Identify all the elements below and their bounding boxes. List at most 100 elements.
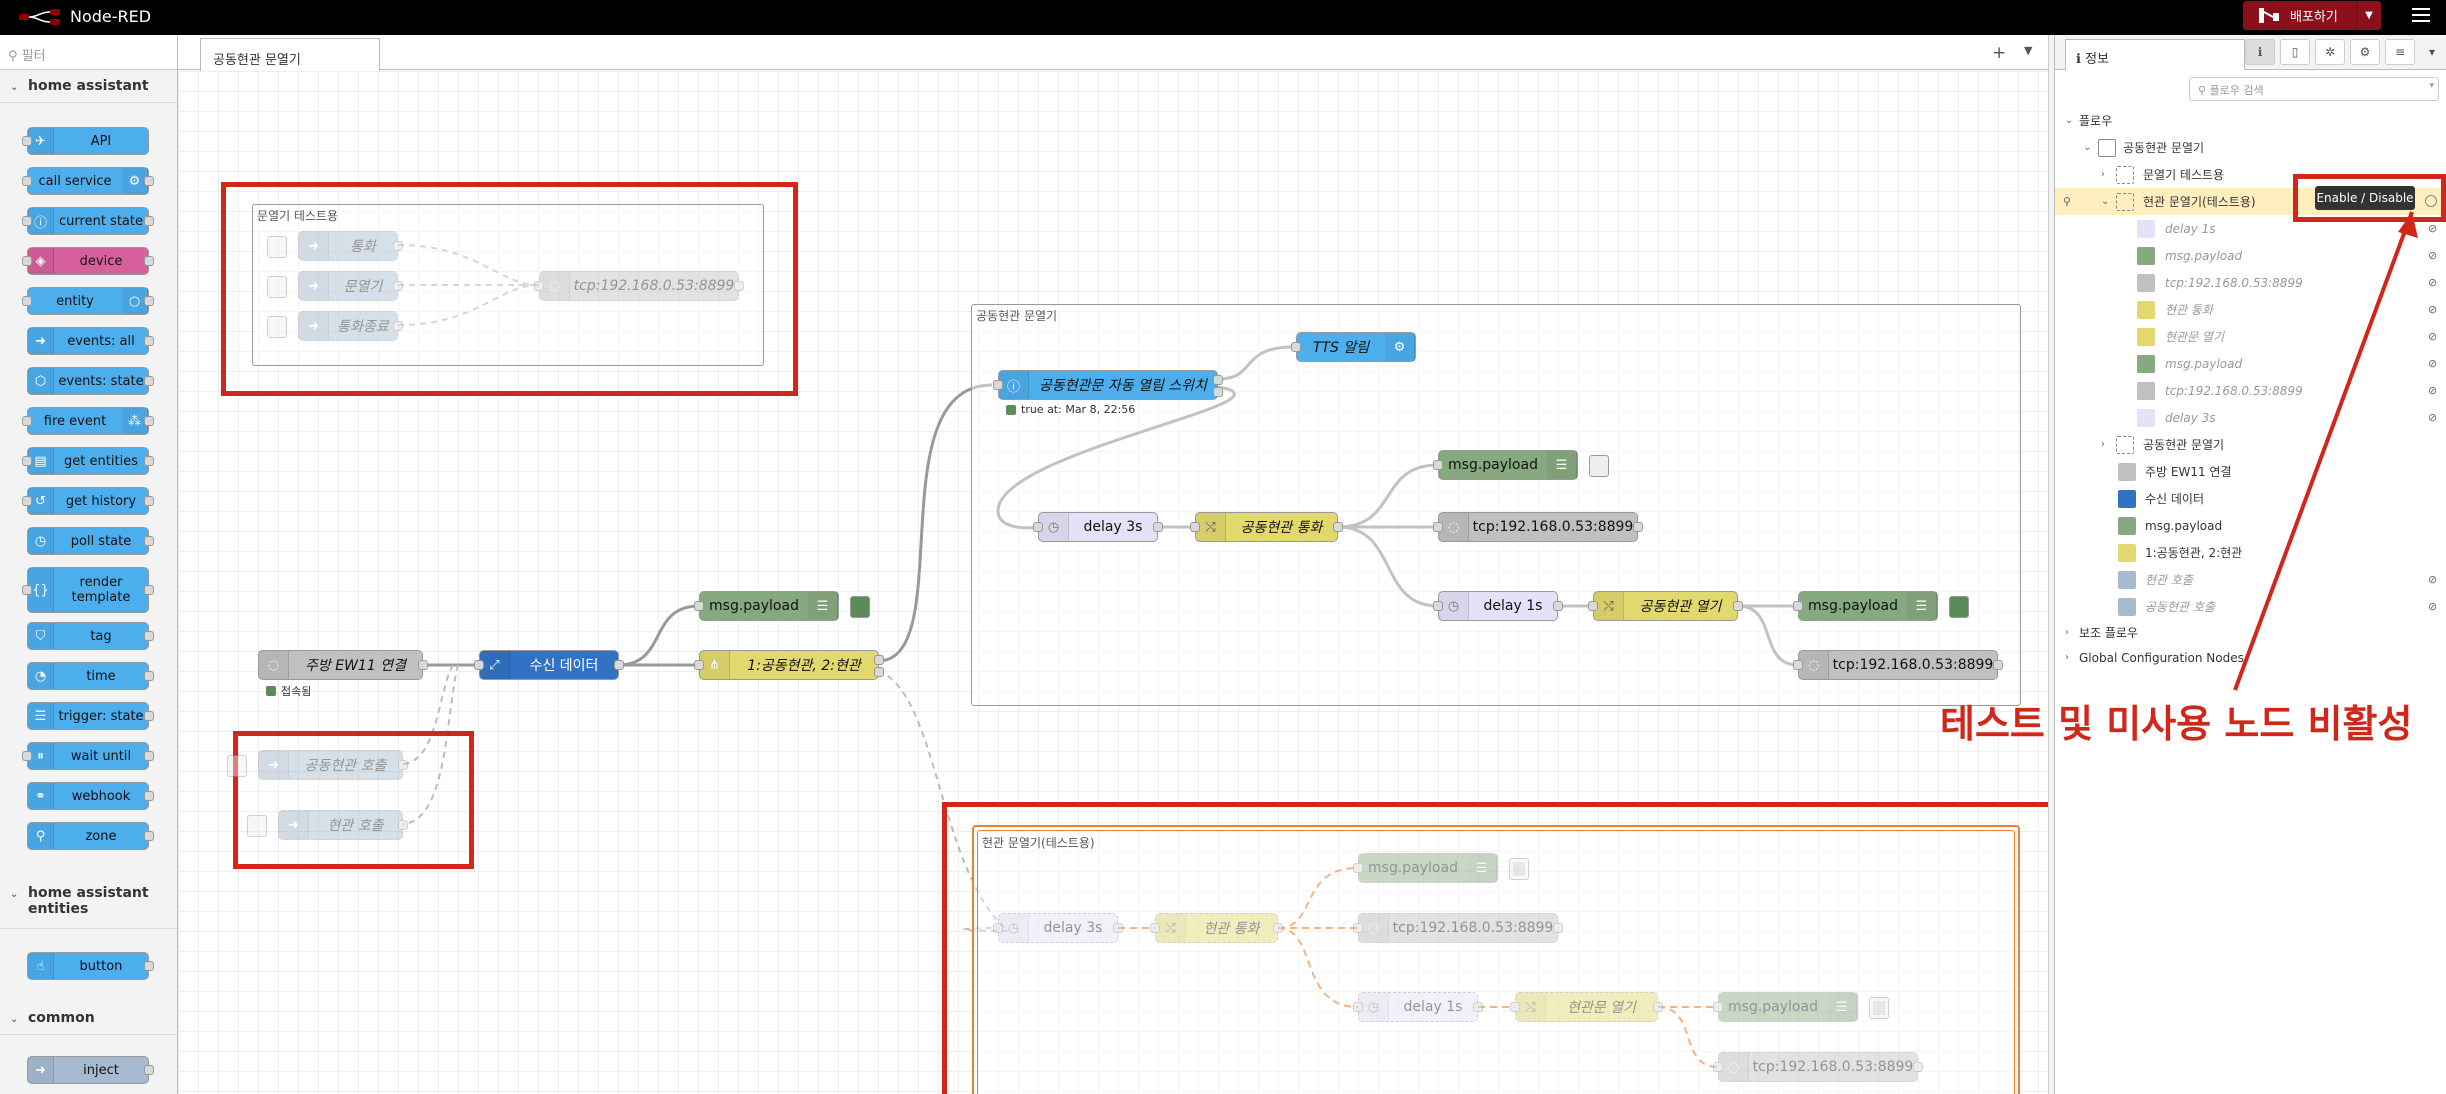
- tree-group-test[interactable]: ›문열기 테스트용: [2055, 161, 2446, 188]
- tree-child-7[interactable]: tcp:192.168.0.53:8899⊘: [2055, 377, 2446, 404]
- tree-child-1[interactable]: delay 1s⊘: [2055, 215, 2446, 242]
- node-t-call[interactable]: ➜통화: [267, 231, 403, 261]
- palette-node-trigger-state[interactable]: ☰trigger: state: [27, 702, 154, 730]
- tree-group-main[interactable]: ›공동현관 문열기: [2055, 431, 2446, 458]
- flow-search-input[interactable]: ⚲ 플로우 검색▾: [2189, 77, 2439, 101]
- palette-category-home-assistant[interactable]: ⌄home assistant: [0, 70, 177, 103]
- tree-global-config[interactable]: ›Global Configuration Nodes: [2055, 644, 2446, 671]
- info-tab-icon[interactable]: ℹ: [2245, 39, 2275, 65]
- node-t-tcp[interactable]: ◌tcp:192.168.0.53:8899: [534, 271, 744, 301]
- deploy-dropdown-icon[interactable]: ▼: [2356, 1, 2381, 30]
- database-icon[interactable]: ≡: [2385, 39, 2415, 65]
- node-delay1s[interactable]: ◷delay 1s: [1433, 591, 1563, 621]
- tree-node-1[interactable]: 주방 EW11 연결: [2055, 458, 2446, 485]
- bug-icon[interactable]: ✲: [2315, 39, 2345, 65]
- node-delay3s[interactable]: ◷delay 3s: [1033, 512, 1163, 542]
- add-flow-icon[interactable]: +: [1992, 43, 2007, 63]
- palette-node-inject[interactable]: ➜inject: [27, 1056, 154, 1084]
- node-t-open[interactable]: ➜문열기: [267, 271, 403, 301]
- node-msg1[interactable]: msg.payload☰: [694, 591, 870, 621]
- disabled-icon[interactable]: ⊘: [2428, 249, 2438, 262]
- palette-node-webhook[interactable]: ⚭webhook: [27, 782, 154, 810]
- chevron-down-icon[interactable]: ▾: [2428, 45, 2436, 59]
- disabled-icon[interactable]: ⊘: [2428, 303, 2438, 316]
- node-h-tcp2[interactable]: ◌tcp:192.168.0.53:8899: [1713, 1052, 1923, 1082]
- palette-node-button[interactable]: ☝button: [27, 952, 154, 980]
- node-recv[interactable]: ⤢수신 데이터: [474, 650, 624, 680]
- tree-flow1[interactable]: ⌄공동현관 문열기: [2055, 134, 2446, 161]
- palette-node-entity[interactable]: entity○: [22, 287, 154, 315]
- tree-child-5[interactable]: 현관문 열기⊘: [2055, 323, 2446, 350]
- disabled-icon[interactable]: ⊘: [2428, 330, 2438, 343]
- tree-node-2[interactable]: 수신 데이터: [2055, 485, 2446, 512]
- palette-node-zone[interactable]: ⚲zone: [27, 822, 154, 850]
- palette-node-wait-until[interactable]: ⏸wait until: [22, 742, 154, 770]
- palette-node-tag[interactable]: ⛉tag: [27, 622, 154, 650]
- tree-child-2[interactable]: msg.payload⊘: [2055, 242, 2446, 269]
- gear-icon[interactable]: ⚙: [2350, 39, 2380, 65]
- tree-node-4[interactable]: 1:공동현관, 2:현관: [2055, 539, 2446, 566]
- tree-child-3[interactable]: tcp:192.168.0.53:8899⊘: [2055, 269, 2446, 296]
- tab-flow[interactable]: 공동현관 문열기: [200, 38, 380, 71]
- flow-canvas[interactable]: 문열기 테스트용 공동현관 문열기 현관 문열기(테스트용) ➜통화 ➜문열기 …: [178, 71, 2048, 1094]
- disabled-icon[interactable]: ⊘: [2428, 222, 2438, 235]
- palette-node-device[interactable]: ◈device: [22, 247, 154, 275]
- palette-node-api[interactable]: ✈API: [22, 127, 149, 155]
- tree-child-6[interactable]: msg.payload⊘: [2055, 350, 2446, 377]
- node-tts[interactable]: TTS 알림⚙: [1291, 332, 1416, 362]
- disabled-icon[interactable]: ⊘: [2428, 384, 2438, 397]
- palette-node-poll-state[interactable]: ◷poll state: [27, 527, 154, 555]
- node-ew11[interactable]: ◌주방 EW11 연결: [258, 650, 428, 680]
- disabled-icon[interactable]: ⊘: [2428, 357, 2438, 370]
- group-test[interactable]: 문열기 테스트용: [252, 204, 764, 366]
- node-h-open[interactable]: ⤭현관문 열기: [1510, 992, 1663, 1022]
- node-open[interactable]: ⤭공동현관 열기: [1588, 591, 1743, 621]
- sidebar-separator[interactable]: [2048, 35, 2054, 1094]
- node-t-end[interactable]: ➜통화종료: [267, 311, 403, 341]
- palette-node-get-entities[interactable]: ▤get entities: [22, 447, 154, 475]
- group-hyeongwan[interactable]: 현관 문열기(테스트용): [972, 825, 2020, 1094]
- node-call[interactable]: ⤭공동현관 통화: [1190, 512, 1343, 542]
- node-h-delay1s[interactable]: ◷delay 1s: [1353, 992, 1483, 1022]
- enable-disable-icon[interactable]: [2425, 195, 2437, 207]
- palette-node-fire-event[interactable]: fire event⁂: [22, 407, 154, 435]
- node-tcp2[interactable]: ◌tcp:192.168.0.53:8899: [1433, 512, 1643, 542]
- deploy-button[interactable]: 배포하기 ▼: [2243, 1, 2381, 30]
- disabled-icon[interactable]: ⊘: [2428, 573, 2438, 586]
- palette-category-home-assistant-entities[interactable]: ⌄home assistant entities: [0, 877, 177, 929]
- tree-child-8[interactable]: delay 3s⊘: [2055, 404, 2446, 431]
- tab-info[interactable]: ℹ 정보: [2065, 39, 2245, 70]
- palette-filter-input[interactable]: ⚲ 필터: [0, 35, 177, 70]
- palette-node-get-history[interactable]: ↺get history: [22, 487, 154, 515]
- node-h-msg2[interactable]: msg.payload☰: [1713, 992, 1889, 1022]
- tree-node-6[interactable]: 공동현관 호출⊘: [2055, 593, 2446, 620]
- node-link-hyeongwan[interactable]: ➜현관 호출: [247, 810, 408, 840]
- palette-node-time[interactable]: ◔time: [27, 662, 154, 690]
- palette-node-render-template[interactable]: {}render template: [22, 567, 154, 613]
- tree-child-4[interactable]: 현관 통화⊘: [2055, 296, 2446, 323]
- palette-node-events-all[interactable]: ➜events: all: [27, 327, 154, 355]
- main-menu-icon[interactable]: [2412, 8, 2430, 24]
- node-h-call[interactable]: ⤭현관 통화: [1150, 913, 1283, 943]
- tree-flows[interactable]: ⌄플로우: [2055, 107, 2446, 134]
- disabled-icon[interactable]: ⊘: [2428, 600, 2438, 613]
- node-tcp3[interactable]: ◌tcp:192.168.0.53:8899: [1793, 650, 2003, 680]
- node-h-tcp[interactable]: ◌tcp:192.168.0.53:8899: [1353, 913, 1563, 943]
- node-msg2[interactable]: msg.payload☰: [1433, 450, 1609, 480]
- chevron-down-icon[interactable]: ▾: [2429, 81, 2434, 91]
- tree-node-5[interactable]: 현관 호출⊘: [2055, 566, 2446, 593]
- tree-node-3[interactable]: msg.payload: [2055, 512, 2446, 539]
- flow-list-menu-icon[interactable]: ▼: [2024, 44, 2033, 57]
- disabled-icon[interactable]: ⊘: [2428, 276, 2438, 289]
- node-msg3[interactable]: msg.payload☰: [1793, 591, 1969, 621]
- palette-node-call-service[interactable]: call service⚙: [22, 167, 154, 195]
- palette-category-common[interactable]: ⌄common: [0, 1002, 177, 1035]
- node-switch[interactable]: ⋔1:공동현관, 2:현관: [694, 650, 884, 680]
- book-icon[interactable]: ▯: [2280, 39, 2310, 65]
- disabled-icon[interactable]: ⊘: [2428, 411, 2438, 424]
- node-link-gongdong[interactable]: ➜공동현관 호출: [227, 750, 408, 780]
- node-h-delay3s[interactable]: ◷delay 3s: [993, 913, 1123, 943]
- palette-node-events-state[interactable]: ⬡events: state: [27, 367, 154, 395]
